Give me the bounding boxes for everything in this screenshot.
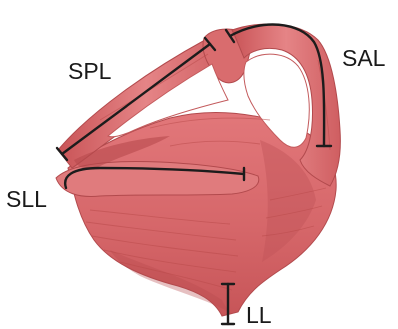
label-ll: LL: [246, 302, 272, 328]
label-sll: SLL: [6, 186, 47, 212]
label-spl: SPL: [68, 58, 112, 84]
label-sal: SAL: [342, 45, 386, 71]
